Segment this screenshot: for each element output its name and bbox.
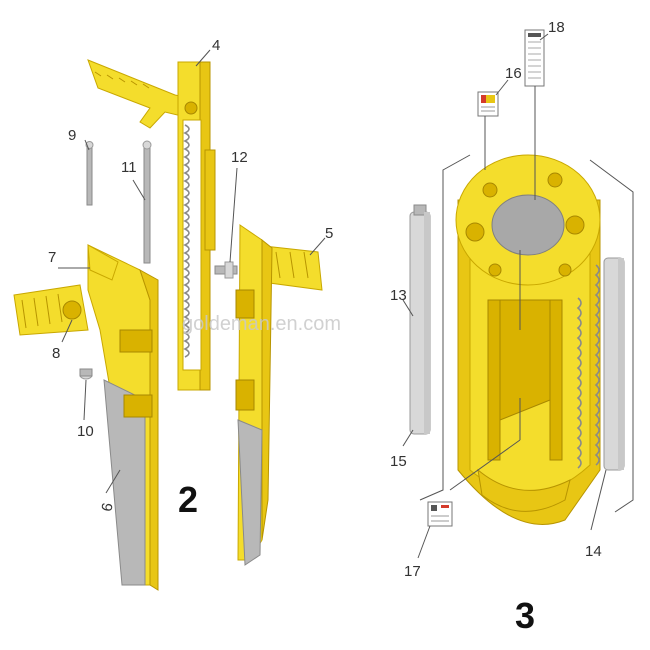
callout-4: 4 (212, 37, 220, 54)
part-14-pin-chain (576, 257, 625, 471)
figure-3-leader-lines (402, 33, 607, 559)
callout-11: 11 (121, 159, 137, 176)
part-17-label-plate (427, 501, 453, 527)
part-10-nut (79, 368, 93, 380)
part-18-info-label (524, 29, 545, 87)
part-6-main-body (87, 244, 159, 591)
callout-13: 13 (390, 287, 407, 304)
callout-5: 5 (325, 225, 333, 242)
callout-12: 12 (231, 149, 248, 166)
part-9-pin (85, 141, 94, 206)
callout-9: 9 (68, 127, 76, 144)
part-11-rod (142, 140, 152, 264)
part-13-15-pin (409, 204, 431, 435)
part-5-right-lever (235, 224, 323, 566)
figure-2-leader-lines (58, 49, 326, 494)
part-body-cylinder (455, 154, 601, 525)
part-8-grip-lever (13, 284, 89, 336)
callout-10: 10 (77, 423, 94, 440)
figure-number-2: 2 (178, 479, 198, 520)
callout-15: 15 (390, 453, 407, 470)
callout-14: 14 (585, 543, 602, 560)
watermark-text: goldeman.en.com (182, 313, 341, 335)
callout-8: 8 (52, 345, 60, 362)
callout-6: 6 (98, 501, 116, 513)
figure-3-guide-lines (419, 154, 634, 513)
part-12-bolt (214, 261, 238, 279)
figure-number-3: 3 (515, 595, 535, 636)
part-4-handle-column (87, 59, 216, 391)
callout-7: 7 (48, 249, 56, 266)
figure-2-assembly (13, 49, 326, 591)
part-16-warning-label (477, 91, 499, 117)
figure-3-assembly (402, 29, 634, 559)
callout-16: 16 (505, 65, 522, 82)
callout-17: 17 (404, 563, 421, 580)
callout-18: 18 (548, 19, 565, 36)
